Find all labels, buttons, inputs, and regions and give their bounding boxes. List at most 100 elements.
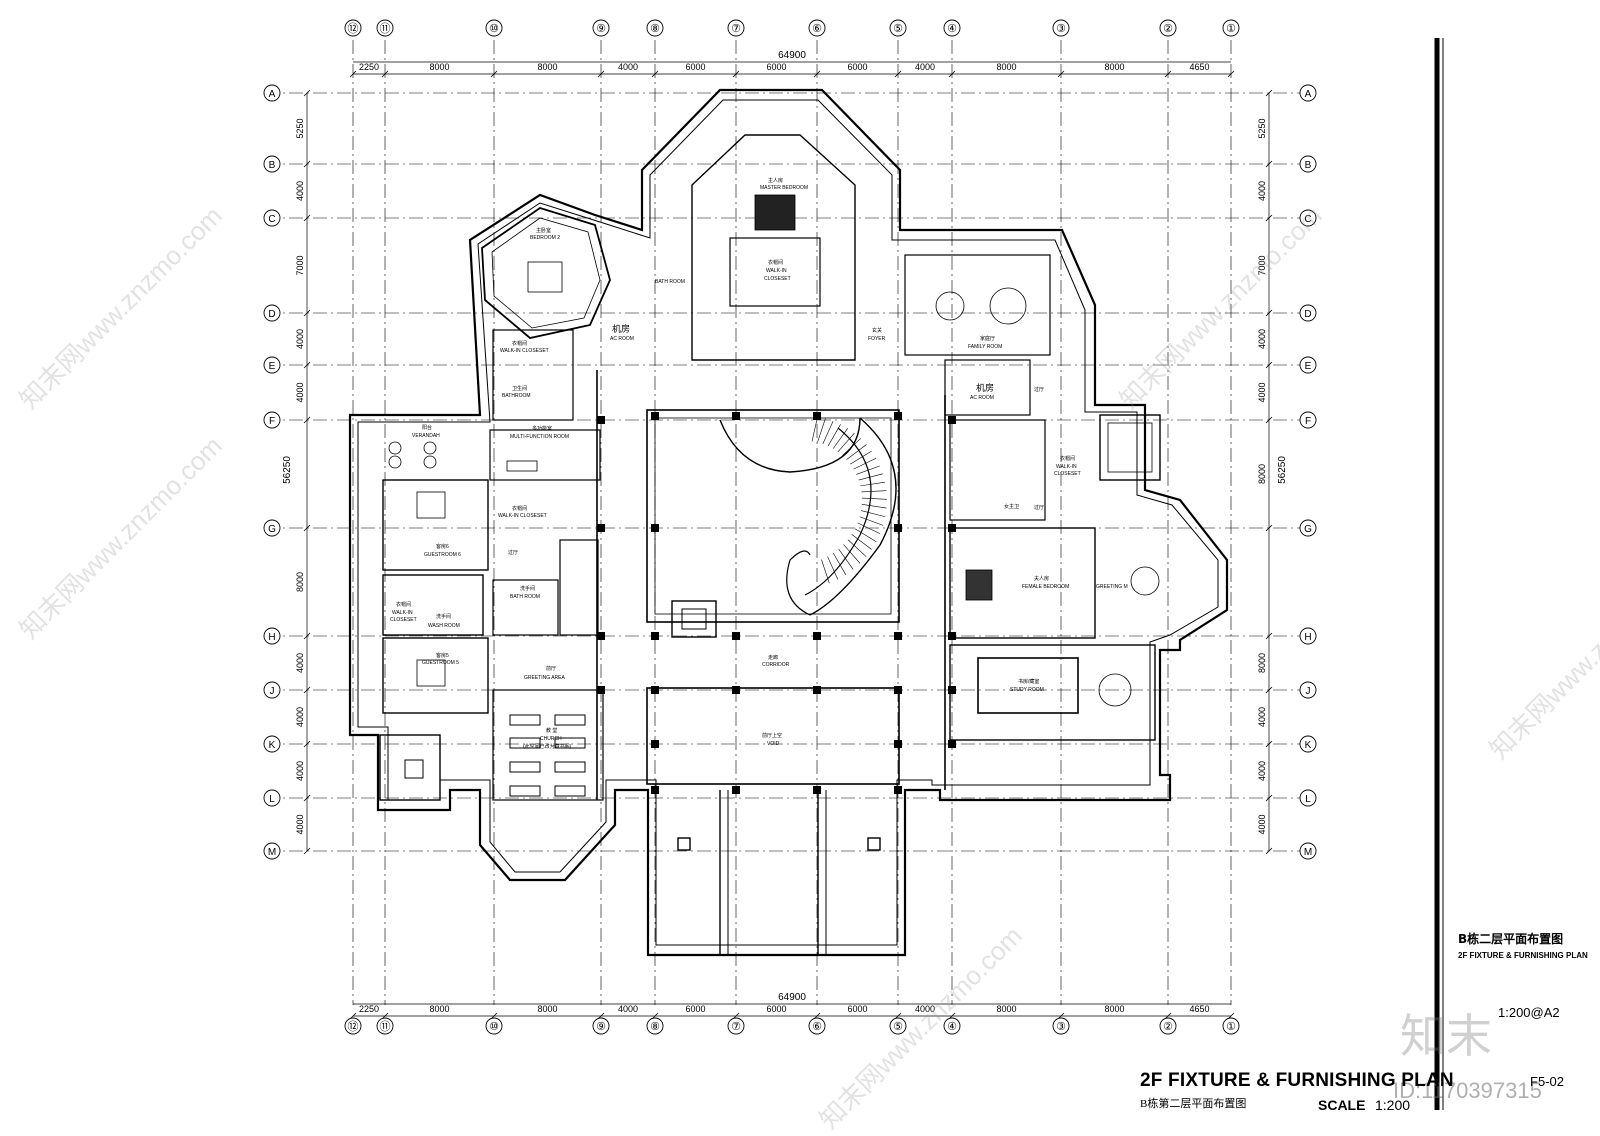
grid-row-label: J [270,686,275,697]
column [948,686,956,694]
grid-col-bubble [1052,1017,1070,1035]
grid-col-bubble [376,19,394,37]
foyer-label: FOYER [868,336,886,342]
grid-row-bubble [263,842,281,860]
drawing-title: 2F FIXTURE & FURNISHING PLAN [1140,1070,1454,1091]
column [732,412,740,420]
grid-col-bubble [1052,19,1070,37]
col-dim: 8000 [996,1004,1016,1014]
closeset4-label: CLOSESET [1054,471,1081,477]
bath-room2-label: BATH ROOM [510,594,540,600]
grid-col-bubble [1222,1017,1240,1035]
column [651,524,659,532]
col-dim: 4000 [618,1004,638,1014]
stair-tread [857,522,881,534]
walkin-closeset-cn-label: 衣帽间 [512,340,527,347]
grid-row-label: B [269,160,276,171]
grid-col-label: ⑨ [596,23,606,35]
row-dim: 4000 [1257,329,1267,349]
grid-col-bubble [485,1017,503,1035]
grid-col-label: ⑤ [893,23,903,35]
church-cn-label: 教 堂 [546,727,557,734]
column [651,686,659,694]
grid-col-bubble [889,19,907,37]
bath-room-label: BATH ROOM [655,279,685,285]
row-dim: 4000 [295,707,305,727]
sheet-number: F5-02 [1530,1074,1564,1089]
watermark-logo: 知末 [1400,1009,1492,1063]
family-room-label: FAMILY ROOM [968,344,1002,350]
church-note-label: (此空间已改为藏书阁) [523,743,572,750]
grid-row-label: F [1305,416,1311,427]
grid-row-bubble [263,735,281,753]
row-dim: 4000 [295,814,305,834]
grid-col-bubble [727,19,745,37]
title-block-en: 2F FIXTURE & FURNISHING PLAN [1458,951,1588,960]
stair-tread [811,416,818,442]
stair-tread [850,450,872,465]
grid-row-bubble [263,84,281,102]
grid-row-bubble [263,681,281,699]
greeting-m-label: GREETING M [1096,584,1128,590]
grid-col-label: ④ [947,23,957,35]
grid-row-label: J [1306,686,1311,697]
guest5-cn-label: 客房5 [436,652,449,659]
foyer-cn-label: 玄关 [872,327,882,334]
grid-row-bubble [1299,155,1317,173]
grid-col-bubble [727,1017,745,1035]
grid-col-label: ⑧ [650,1021,660,1033]
grid-col-bubble [592,19,610,37]
col-dim: 8000 [996,62,1016,72]
row-dim: 4000 [1257,707,1267,727]
female-bath-cn-label: 女主卫 [1004,503,1019,510]
grid-row-bubble [1299,627,1317,645]
wash-room-label: WASH ROOM [428,623,460,629]
grid-row-bubble [1299,209,1317,227]
grid-row-bubble [1299,84,1317,102]
female-bedroom-cn-label: 夫人房 [1034,575,1049,582]
grid-col-bubble [485,19,503,37]
grid-col-bubble [943,1017,961,1035]
stair-tread [842,438,861,456]
grid-col-label: ⑪ [380,1020,391,1033]
grid-col-bubble [646,1017,664,1035]
column [732,686,740,694]
col-dim: 6000 [766,1004,786,1014]
grid-row-label: D [1304,309,1311,320]
grid-row-label: K [269,740,276,751]
columns [597,412,956,794]
void-cn-label: 前厅上空 [762,732,782,739]
grid-row-label: E [269,361,276,372]
closeset3-label: CLOSESET [390,617,417,623]
corridor-label: CORRIDOR [762,662,790,668]
furniture [388,194,1160,707]
grid-col-label: ⑪ [380,22,391,35]
hall-cn-label: 过厅 [508,549,518,556]
column [651,740,659,748]
grid-col-label: ⑧ [650,23,660,35]
stair-tread [861,504,887,509]
grid-row-bubble [1299,356,1317,374]
stair-tread [861,490,887,493]
grid-row-bubble [263,411,281,429]
column [651,632,659,640]
row-dim: 4000 [1257,814,1267,834]
title-block-scale: 1:200@A2 [1498,1005,1560,1020]
row-dim: 5250 [295,118,305,138]
col-dim: 2250 [359,62,379,72]
col-dim: 6000 [766,62,786,72]
grid-col-bubble [344,1017,362,1035]
grid-row-label: A [269,89,276,100]
grid-row-label: G [268,524,276,535]
hall3-cn-label: 过厅 [1034,504,1044,511]
stair-tread [851,534,872,550]
room-labels: 主人房 MASTER BEDROOM 衣帽间 WALK-IN CLOSESET … [390,177,1128,750]
col-dim: 8000 [537,1004,557,1014]
grid-row-label: C [268,214,275,225]
void-label: VOID [767,741,780,747]
column [813,412,821,420]
row-dim: 4000 [295,653,305,673]
greeting-cn-label: 前厅 [546,665,556,672]
